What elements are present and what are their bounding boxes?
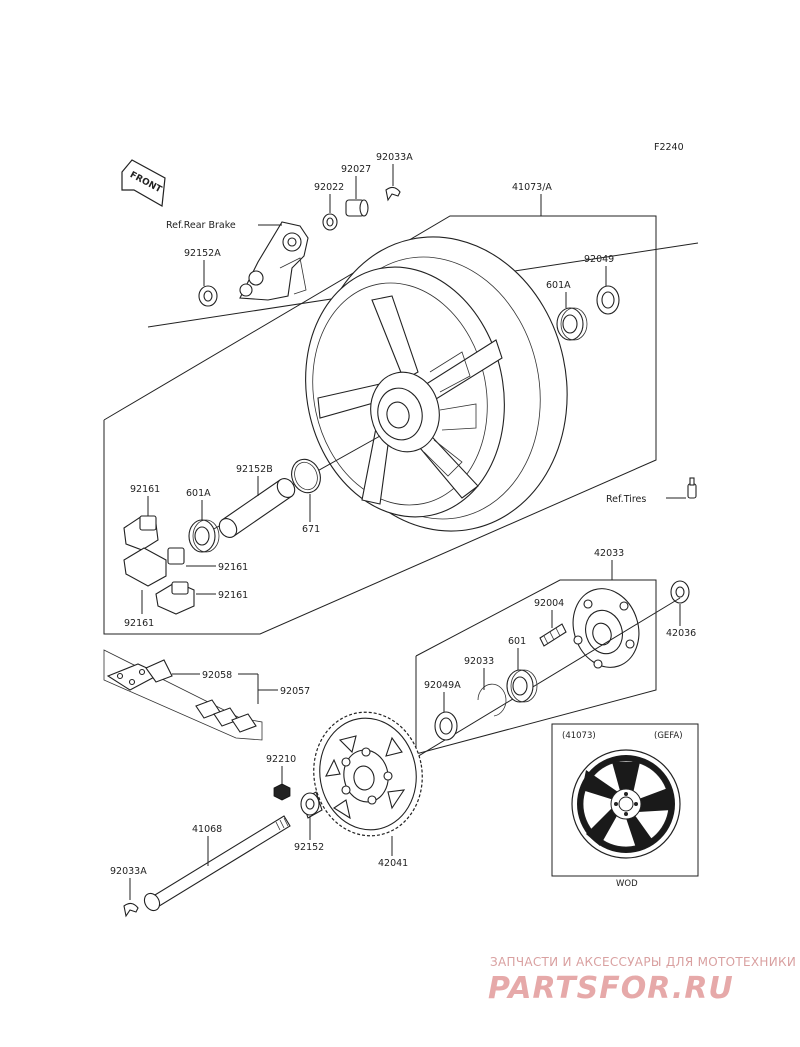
label-92049a: 92049A bbox=[424, 680, 461, 691]
part-92049-shape bbox=[596, 285, 620, 315]
label-92027: 92027 bbox=[341, 164, 371, 175]
rear-wheel-rim bbox=[305, 236, 568, 532]
axle-line-coupling bbox=[391, 597, 681, 773]
part-42033-coupling-shape bbox=[572, 588, 640, 669]
label-92161-a: 92161 bbox=[130, 484, 160, 495]
part-601a-left-shape bbox=[188, 519, 220, 553]
rear-brake-bracket bbox=[239, 221, 309, 301]
part-42041-sprocket-shape bbox=[313, 711, 423, 837]
part-92004-stud-shape bbox=[539, 623, 567, 647]
part-92210-nut-shape bbox=[273, 783, 291, 801]
label-92049: 92049 bbox=[584, 254, 614, 265]
part-42036-shape bbox=[670, 580, 690, 604]
label-92058: 92058 bbox=[202, 670, 232, 681]
label-92210: 92210 bbox=[266, 754, 296, 765]
part-671-inner bbox=[294, 461, 318, 491]
label-92033a-bottom: 92033A bbox=[110, 866, 147, 877]
label-601: 601 bbox=[508, 636, 526, 647]
part-601-shape bbox=[506, 669, 538, 703]
part-671-shape bbox=[291, 458, 321, 494]
label-92057: 92057 bbox=[280, 686, 310, 697]
label-ref-tires: Ref.Tires bbox=[606, 494, 646, 505]
part-92152a-shape bbox=[198, 285, 218, 307]
label-671: 671 bbox=[302, 524, 320, 535]
label-42041: 42041 bbox=[378, 858, 408, 869]
part-92033a-bottom-shape bbox=[123, 902, 139, 918]
part-601a-right-shape bbox=[556, 307, 588, 341]
label-92033: 92033 bbox=[464, 656, 494, 667]
label-ref-rear-brake: Ref.Rear Brake bbox=[166, 220, 236, 231]
label-41068: 41068 bbox=[192, 824, 222, 835]
part-92152-collar-shape bbox=[300, 791, 323, 819]
label-601a-right: 601A bbox=[546, 280, 571, 291]
part-92033a-top-shape bbox=[385, 186, 401, 202]
drive-chain-shape bbox=[103, 649, 263, 741]
part-41068-axle-shape bbox=[143, 815, 291, 912]
label-92033a-top: 92033A bbox=[376, 152, 413, 163]
wheel-assembly-frame bbox=[103, 215, 657, 635]
label-92161-c: 92161 bbox=[218, 590, 248, 601]
label-92152: 92152 bbox=[294, 842, 324, 853]
inset-left-label: (41073) bbox=[562, 731, 596, 741]
label-41073a: 41073/A bbox=[512, 182, 552, 193]
inset-wheel-variant: (41073) (GEFA) bbox=[551, 723, 699, 877]
label-92004: 92004 bbox=[534, 598, 564, 609]
part-92049a-shape bbox=[434, 711, 458, 741]
tire-valve-shape bbox=[687, 477, 697, 499]
label-92152b: 92152B bbox=[236, 464, 273, 475]
part-92161-dampers-shape bbox=[123, 515, 195, 615]
label-42033: 42033 bbox=[594, 548, 624, 559]
part-92033-circlip-shape bbox=[477, 683, 507, 717]
coupling-assembly-frame bbox=[415, 579, 657, 755]
inset-right-label: (GEFA) bbox=[654, 731, 683, 741]
figure-code: F2240 bbox=[654, 142, 684, 153]
part-92022-shape bbox=[322, 213, 338, 231]
watermark-line1: ЗАПЧАСТИ И АКСЕССУАРЫ ДЛЯ МОТОТЕХНИКИ bbox=[490, 955, 796, 969]
part-92027-shape bbox=[345, 199, 369, 217]
label-601a-left: 601A bbox=[186, 488, 211, 499]
label-92161-b: 92161 bbox=[218, 562, 248, 573]
watermark-logo: PARTSFOR.RU bbox=[488, 971, 734, 1006]
label-92022: 92022 bbox=[314, 182, 344, 193]
label-92161-d: 92161 bbox=[124, 618, 154, 629]
label-42036: 42036 bbox=[666, 628, 696, 639]
label-92152a: 92152A bbox=[184, 248, 221, 259]
part-92152b-shape bbox=[218, 478, 296, 538]
front-arrow-icon: FRONT bbox=[121, 159, 166, 207]
inset-caption: WOD bbox=[616, 879, 638, 889]
